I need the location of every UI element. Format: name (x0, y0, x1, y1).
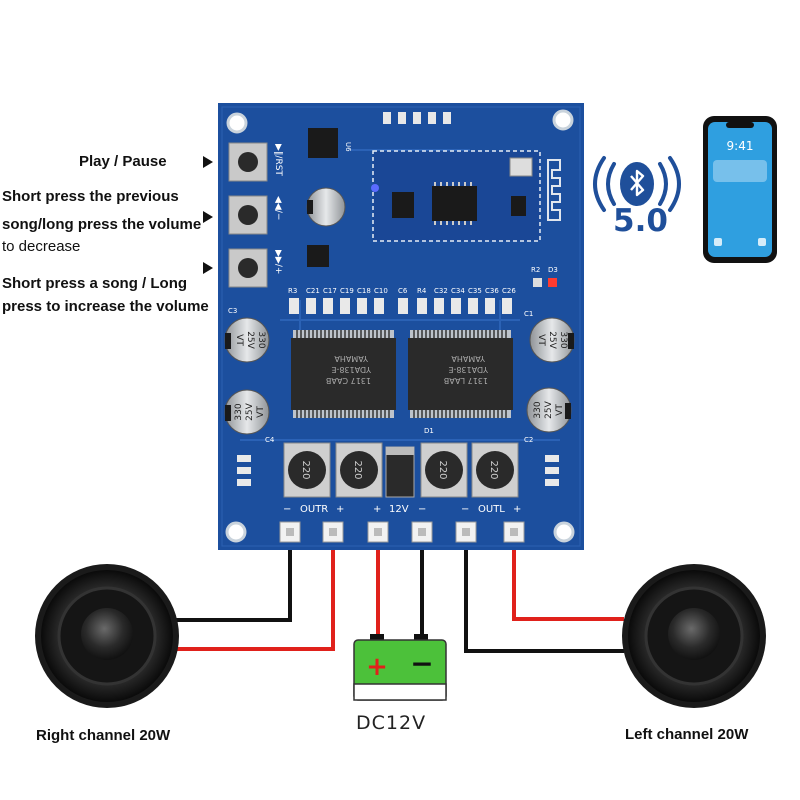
svg-text:C3: C3 (228, 307, 237, 315)
inductors: 220 220 220 220 (283, 442, 519, 498)
svg-text:C35: C35 (468, 287, 482, 295)
svg-text:−: − (461, 504, 469, 515)
capacitor-c4: 330 25V VT C4 (224, 389, 275, 444)
power-label: DC12V (356, 712, 427, 734)
right-channel-label: Right channel 20W (36, 727, 171, 744)
svg-text:VT: VT (234, 334, 244, 346)
svg-text:220: 220 (300, 460, 311, 479)
bluetooth-module (371, 150, 561, 242)
next-label-1: Short press a song / Long (2, 275, 188, 292)
svg-text:+: + (336, 504, 344, 515)
phone-time: 9:41 (727, 139, 754, 153)
bluetooth-icon (593, 156, 681, 212)
left-channel-label: Left channel 20W (625, 726, 749, 743)
arrow-next-icon (203, 262, 213, 274)
svg-text:+: + (373, 504, 381, 515)
capacitor-c1: 330 25V VT C1 (524, 310, 575, 363)
label-12v: 12V (389, 504, 409, 515)
svg-text:C4: C4 (265, 436, 275, 444)
speaker-right-icon (35, 564, 179, 708)
wires (176, 538, 624, 653)
capacitor-c3: 330 25V VT C3 (224, 307, 270, 363)
diode-d1 (385, 446, 415, 498)
mark-play: ▶‖/RST (273, 144, 283, 176)
svg-text:VT: VT (555, 404, 565, 416)
battery-minus: − (410, 647, 433, 680)
svg-text:VT: VT (536, 334, 546, 346)
svg-text:220: 220 (352, 460, 363, 479)
svg-text:220: 220 (488, 460, 499, 479)
arrow-previous-icon (203, 211, 213, 223)
phone-icon: 9:41 (703, 116, 777, 263)
terminal-pads (279, 521, 525, 543)
svg-text:YDA138-E: YDA138-E (448, 365, 489, 374)
ref-r2: R2 (531, 266, 540, 274)
svg-text:C26: C26 (502, 287, 516, 295)
svg-text:220: 220 (437, 460, 448, 479)
svg-text:C36: C36 (485, 287, 499, 295)
svg-text:1317 LAAB: 1317 LAAB (444, 376, 488, 385)
svg-text:C10: C10 (374, 287, 388, 295)
previous-label-3: to decrease (2, 238, 81, 255)
svg-text:330: 330 (256, 331, 266, 348)
mounting-holes (225, 109, 575, 543)
speaker-left-icon (622, 564, 766, 708)
ref-u6: U6 (344, 142, 352, 152)
mark-prev: ◀◀/− (273, 196, 283, 220)
svg-text:R3: R3 (288, 287, 297, 295)
battery-icon: + − (353, 634, 447, 701)
svg-text:25V: 25V (245, 402, 255, 420)
svg-text:C18: C18 (357, 287, 371, 295)
svg-text:C19: C19 (340, 287, 354, 295)
svg-text:25V: 25V (544, 400, 554, 418)
svg-text:25V: 25V (245, 331, 255, 349)
label-outr: OUTR (300, 504, 328, 515)
capacitor-c2: 330 25V VT C2 (524, 387, 572, 444)
svg-text:C34: C34 (451, 287, 465, 295)
ref-d3: D3 (548, 266, 558, 274)
svg-text:330: 330 (558, 331, 568, 348)
svg-text:R4: R4 (417, 287, 427, 295)
svg-text:YAMAHA: YAMAHA (451, 354, 486, 363)
svg-text:C21: C21 (306, 287, 320, 295)
battery-plus: + (366, 652, 388, 682)
svg-text:C17: C17 (323, 287, 337, 295)
svg-text:−: − (418, 504, 426, 515)
svg-text:D1: D1 (424, 427, 434, 435)
previous-label-1: Short press the previous (2, 188, 179, 205)
svg-text:1317 CAAB: 1317 CAAB (326, 376, 371, 385)
amp-chip-right: 1317 CAAB YDA138-E YAMAHA (291, 330, 396, 418)
svg-text:C1: C1 (524, 310, 533, 318)
pcb-board: U6 ▶‖/RST ◀◀/− ▶▶/+ R2 D3 R3 C21 C17 C19 (218, 103, 584, 550)
mark-next: ▶▶/+ (273, 250, 283, 274)
tact-buttons (228, 142, 268, 288)
svg-text:25V: 25V (547, 331, 557, 349)
svg-text:+: + (513, 504, 521, 515)
svg-text:−: − (283, 504, 291, 515)
svg-text:C32: C32 (434, 287, 448, 295)
svg-text:C2: C2 (524, 436, 533, 444)
svg-text:VT: VT (256, 406, 266, 418)
svg-text:330: 330 (533, 401, 543, 418)
svg-text:330: 330 (234, 403, 244, 420)
previous-label-2: song/long press the volume (2, 216, 202, 233)
ic-u6 (308, 128, 338, 158)
amp-chip-left: 1317 LAAB YDA138-E YAMAHA (408, 330, 513, 418)
bluetooth-version: 5.0 (613, 203, 668, 239)
next-label-2: press to increase the volume (2, 298, 209, 315)
label-outl: OUTL (478, 504, 505, 515)
svg-text:YDA138-E: YDA138-E (331, 365, 372, 374)
led-d3 (548, 278, 557, 287)
arrow-play-icon (203, 156, 213, 168)
svg-text:YAMAHA: YAMAHA (334, 354, 369, 363)
play-pause-label: Play / Pause (79, 153, 167, 170)
cap-labels-top: R3 C21 C17 C19 C18 C10 C6 R4 C32 C34 C35… (288, 287, 516, 295)
svg-text:C6: C6 (398, 287, 408, 295)
